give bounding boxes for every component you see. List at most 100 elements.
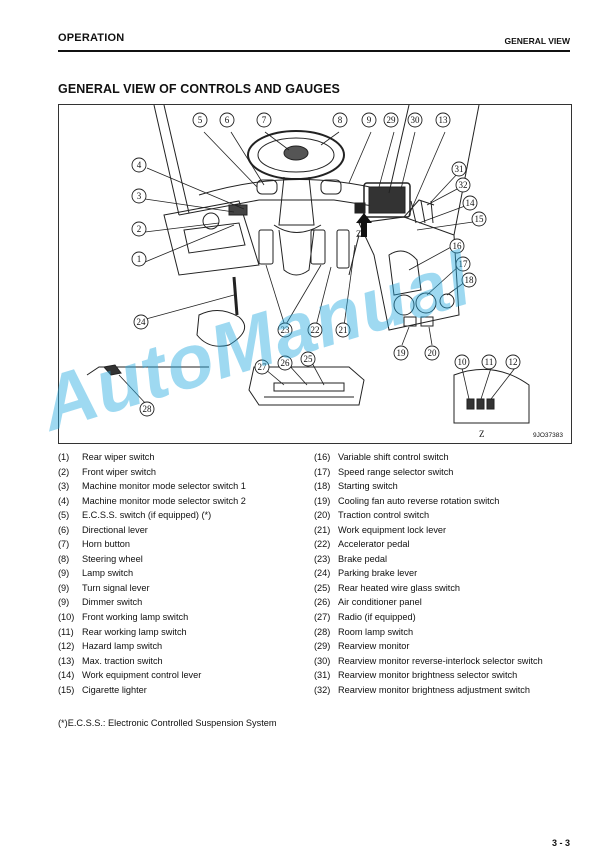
legend-item: (24)Parking brake lever: [314, 566, 574, 581]
callout-9: 9: [361, 112, 377, 128]
callout-12: 12: [505, 354, 521, 370]
legend-item-label: Hazard lamp switch: [82, 641, 163, 652]
legend-item: (3)Machine monitor mode selector switch …: [58, 479, 308, 494]
legend-item-number: (13): [58, 655, 75, 666]
detail-label: Z: [479, 429, 485, 439]
callout-1: 1: [131, 251, 147, 267]
callout-circle: [407, 112, 423, 128]
callout-circle: [332, 112, 348, 128]
legend-item-label: Work equipment lock lever: [338, 524, 447, 535]
callout-label: 26: [281, 358, 291, 368]
callout-2: 2: [131, 221, 147, 237]
callout-28: 28: [139, 401, 155, 417]
legend-item-label: Rear wiper switch: [82, 452, 155, 462]
callout-circle: [481, 354, 497, 370]
legend-item-number: (17): [314, 466, 331, 477]
legend-item: (27)Radio (if equipped): [314, 610, 574, 625]
legend-item: (31)Rearview monitor brightness selector…: [314, 668, 574, 683]
callout-label: 32: [459, 180, 468, 190]
callout-circle: [192, 112, 208, 128]
callout-circle: [455, 177, 471, 193]
callout-circle: [277, 355, 293, 371]
legend-item: (9)Turn signal lever: [58, 581, 308, 596]
callout-7: 7: [256, 112, 272, 128]
legend-item-number: (26): [314, 597, 331, 608]
callout-6: 6: [219, 112, 235, 128]
callout-4: 4: [131, 157, 147, 173]
legend-right-column: (16)Variable shift control switch(17)Spe…: [314, 450, 574, 697]
legend-item-label: Cooling fan auto reverse rotation switch: [338, 495, 500, 506]
callout-16: 16: [449, 238, 465, 254]
callout-label: 2: [137, 224, 142, 234]
legend-item-label: Work equipment control lever: [82, 670, 202, 681]
callout-circle: [454, 354, 470, 370]
legend-item: (14)Work equipment control lever: [58, 668, 308, 683]
legend-item: (10) Front working lamp switch: [58, 610, 308, 625]
callout-label: 15: [475, 214, 485, 224]
legend-item-label: Rearview monitor reverse-interlock selec…: [338, 655, 543, 666]
legend-item: (25)Rear heated wire glass switch: [314, 581, 574, 596]
callout-circle: [254, 359, 270, 375]
callout-label: 29: [387, 115, 397, 125]
callout-17: 17: [455, 256, 471, 272]
legend-item-label: Rearview monitor brightness selector swi…: [338, 670, 518, 681]
callout-label: 19: [397, 348, 407, 358]
callout-label: 24: [137, 317, 147, 327]
callout-20: 20: [424, 345, 440, 361]
callout-label: 1: [137, 254, 142, 264]
callout-label: 22: [311, 325, 320, 335]
legend-item-number: (2): [58, 466, 70, 477]
legend-item: (9)Dimmer switch: [58, 595, 308, 610]
legend-item: (19)Cooling fan auto reverse rotation sw…: [314, 494, 574, 509]
legend-left-column: (1)Rear wiper switch(2)Front wiper switc…: [58, 450, 308, 697]
legend-item: (2) Front wiper switch: [58, 465, 308, 480]
legend-item-number: (12): [58, 641, 75, 652]
legend-item-number: (10): [58, 612, 75, 623]
legend-item: (15)Cigarette lighter: [58, 683, 308, 698]
callout-label: 6: [225, 115, 230, 125]
legend-item: (20)Traction control switch: [314, 508, 574, 523]
callout-circle: [335, 322, 351, 338]
legend-item-label: Front wiper switch: [82, 466, 157, 477]
legend-item-number: (16): [314, 452, 331, 462]
z-arrow: Z: [356, 213, 372, 239]
legend-item-label: Brake pedal: [338, 553, 388, 564]
callout-label: 14: [466, 198, 476, 208]
callout-circle: [435, 112, 451, 128]
callout-label: 18: [465, 275, 475, 285]
legend-item: (26)Air conditioner panel: [314, 595, 574, 610]
callout-circle: [300, 351, 316, 367]
legend-item-label: Lamp switch: [82, 568, 134, 579]
legend-item: (28) Room lamp switch: [314, 625, 574, 640]
callout-label: 25: [304, 354, 314, 364]
callout-10: 10: [454, 354, 470, 370]
callout-circle: [449, 238, 465, 254]
arrow-label: Z: [356, 229, 362, 239]
callout-label: 17: [459, 259, 469, 269]
legend-item: (29)Rearview monitor: [314, 639, 574, 654]
legend-item-number: (27): [314, 612, 331, 623]
page-number: 3 - 3: [551, 838, 570, 848]
legend-item-number: (28): [314, 626, 331, 637]
callout-circle: [424, 345, 440, 361]
legend-item-number: (32): [314, 684, 331, 695]
legend-item-number: (5): [58, 510, 70, 521]
callout-label: 20: [428, 348, 438, 358]
callout-15: 15: [471, 211, 487, 227]
callout-circle: [393, 345, 409, 361]
callout-circle: [133, 314, 149, 330]
callout-label: 30: [411, 115, 421, 125]
legend-item-label: Rearview monitor brightness adjustment s…: [338, 684, 530, 695]
callout-30: 30: [407, 112, 423, 128]
legend-item-number: (6): [58, 524, 70, 535]
callout-circle: [277, 322, 293, 338]
legend-item-label: Front working lamp switch: [82, 612, 189, 623]
legend-item: (5)E.C.S.S. switch (if equipped) (*): [58, 508, 308, 523]
legend-item-label: Room lamp switch: [338, 626, 414, 637]
page-header: OPERATION GENERAL VIEW: [58, 30, 570, 52]
callout-31: 31: [451, 161, 467, 177]
legend-item: (7)Horn button: [58, 537, 308, 552]
legend-item-number: (8): [58, 553, 70, 564]
callout-circle: [256, 112, 272, 128]
